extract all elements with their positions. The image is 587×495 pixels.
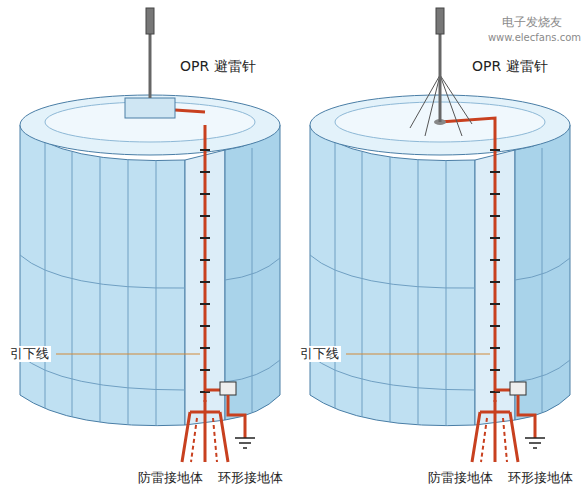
part-label: 防雷接地体: [426, 470, 495, 486]
part-label: 引下线: [298, 346, 341, 362]
building: [310, 95, 570, 462]
device-label: OPR 避雷针: [178, 58, 258, 74]
device-label: OPR 避雷针: [470, 58, 550, 74]
watermark: www.elecfans.com: [486, 30, 583, 46]
leader-line: [346, 354, 490, 355]
watermark: 电子发烧友: [500, 14, 564, 30]
part-label: 环形接地体: [506, 470, 575, 486]
part-label: 防雷接地体: [136, 470, 205, 486]
part-label: 引下线: [8, 346, 51, 362]
building: [20, 95, 280, 462]
part-label: 环形接地体: [216, 470, 285, 486]
leader-line: [56, 354, 200, 355]
